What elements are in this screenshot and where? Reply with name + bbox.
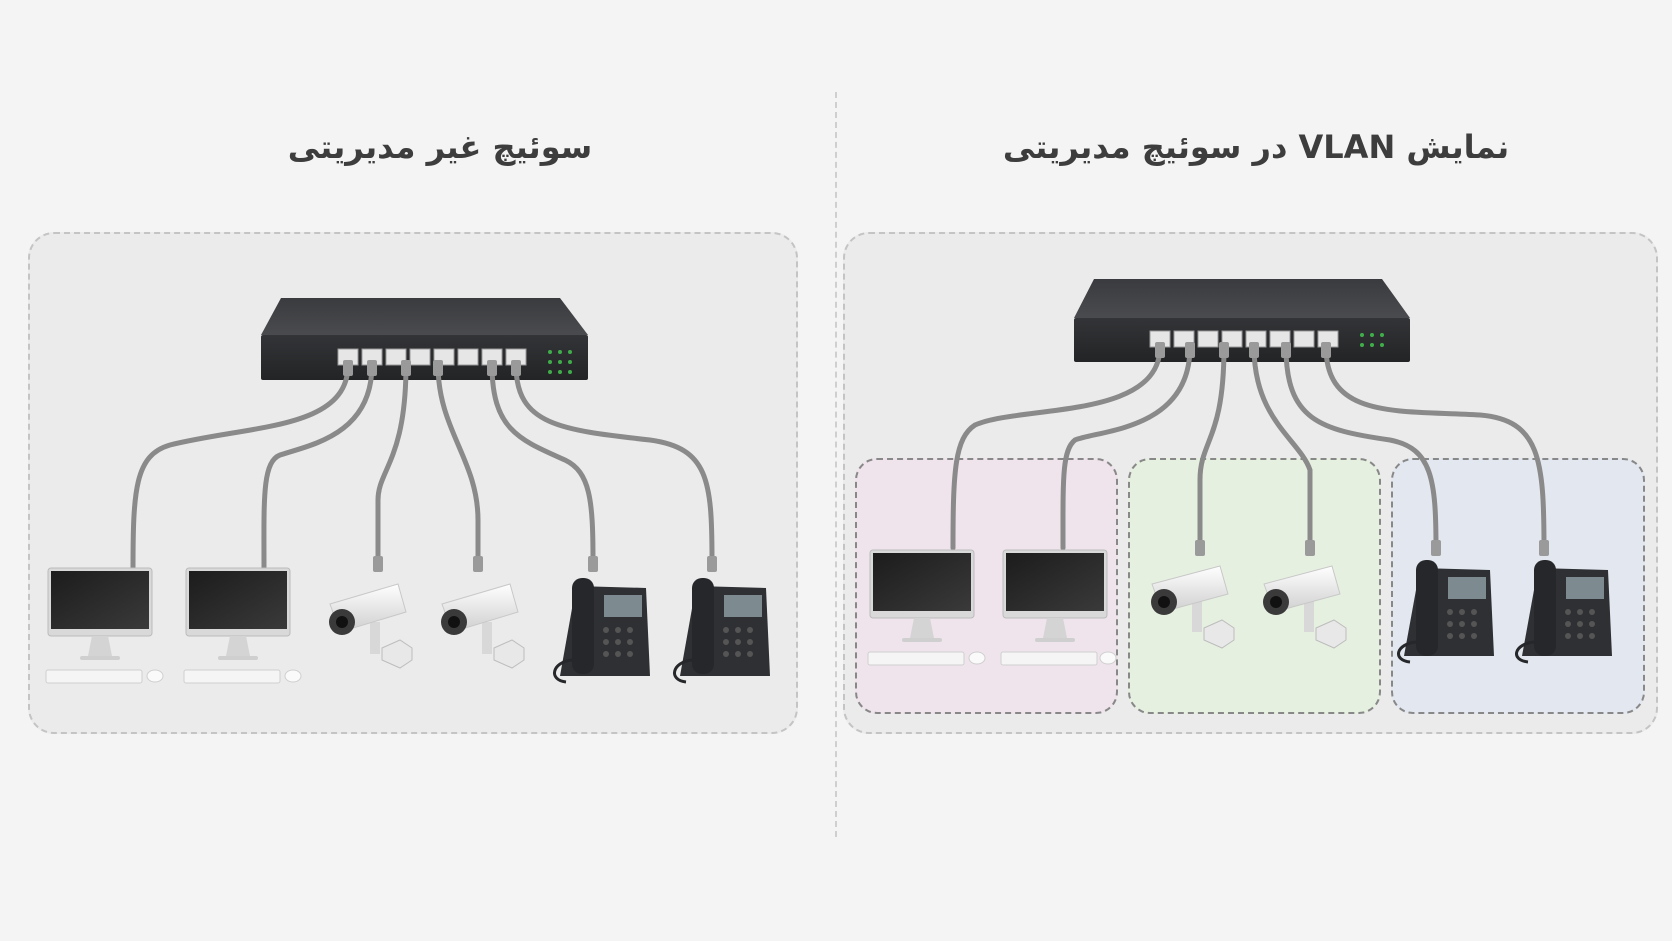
computer (45, 567, 164, 684)
managed-switch (1074, 279, 1410, 362)
unmanaged-switch (261, 298, 588, 380)
center-divider (835, 92, 837, 837)
computer (183, 567, 302, 684)
title-managed-switch-vlan: نمایش VLAN در سوئیچ مدیریتی (1002, 128, 1510, 166)
ip-phone (1515, 560, 1612, 664)
cables-left (130, 362, 715, 573)
computer (867, 549, 986, 666)
title-unmanaged-switch: سوئیچ غیر مدیریتی (287, 128, 593, 166)
ip-phone (673, 578, 770, 684)
ip-phone (1397, 560, 1494, 664)
computer (1000, 549, 1117, 666)
switch-leds (1360, 333, 1384, 347)
cables-right (950, 344, 1547, 551)
switch-ports (337, 348, 527, 366)
ip-phone (553, 578, 650, 684)
switch-ports (1149, 330, 1339, 348)
security-camera (441, 583, 525, 669)
security-camera (329, 583, 413, 669)
security-camera (1263, 565, 1347, 649)
cable-plugs-left (343, 360, 717, 572)
cable-plugs-right (1155, 342, 1549, 556)
security-camera (1151, 565, 1235, 649)
switch-leds (548, 350, 572, 374)
